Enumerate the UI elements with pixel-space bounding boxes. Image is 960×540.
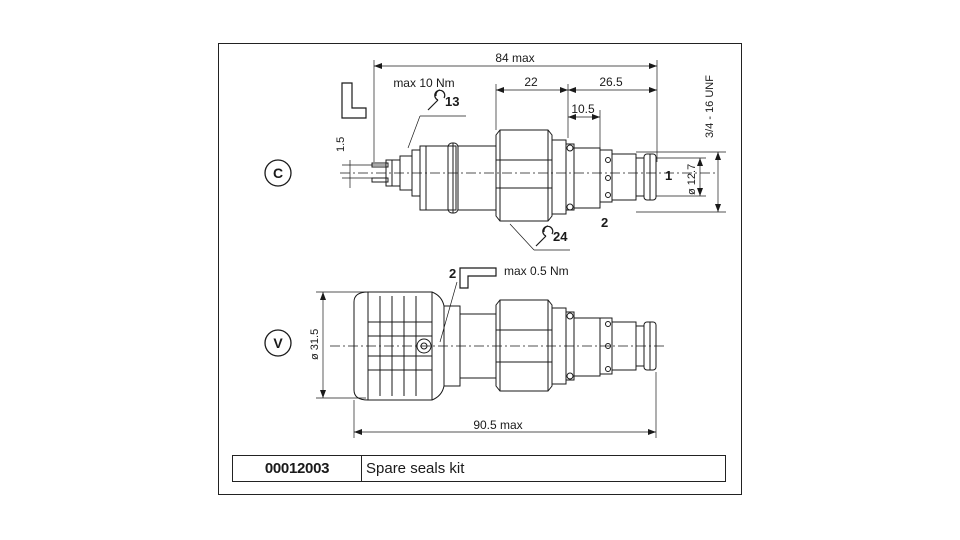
body-length: 22 <box>524 75 538 89</box>
knob-diameter: ø 31.5 <box>309 329 321 360</box>
wrench-icon <box>535 225 554 247</box>
cartridge-length: 26.5 <box>599 75 623 89</box>
wrench-size-large: 24 <box>553 229 568 244</box>
view-v-badge: V <box>273 335 283 351</box>
view-v-dimensions <box>316 281 657 438</box>
spare-kit-description: Spare seals kit <box>366 460 465 477</box>
wrench-size-small: 13 <box>445 94 459 109</box>
spare-kit-code: 00012003 <box>233 456 362 481</box>
view-v-badge-circle <box>264 329 292 357</box>
port-1-label: 1 <box>665 168 672 183</box>
overall-length-v: 90.5 max <box>473 418 522 432</box>
port-2-label-c: 2 <box>601 215 608 230</box>
view-v-drawing <box>330 267 665 401</box>
view-c-dimensions <box>342 60 726 251</box>
groove-offset: 10.5 <box>571 102 595 116</box>
view-c-badge-circle <box>264 159 292 187</box>
spare-kit-table: 00012003 Spare seals kit <box>232 455 726 482</box>
view-c-badge: C <box>273 165 283 181</box>
wrench-icon <box>427 89 446 111</box>
allen-key-small-icon <box>459 267 497 289</box>
allen-key-icon <box>341 82 367 119</box>
view-c-drawing <box>340 82 718 222</box>
screw-offset: 1.5 <box>335 137 347 152</box>
torque-v: max 0.5 Nm <box>504 264 569 278</box>
torque-c: max 10 Nm <box>393 76 454 90</box>
port-2-label-v: 2 <box>449 266 456 281</box>
pin-diameter: ø 12.7 <box>686 164 698 195</box>
overall-length-c: 84 max <box>495 51 534 65</box>
drawing-frame <box>218 43 742 495</box>
thread-spec: 3/4 - 16 UNF <box>704 75 716 138</box>
